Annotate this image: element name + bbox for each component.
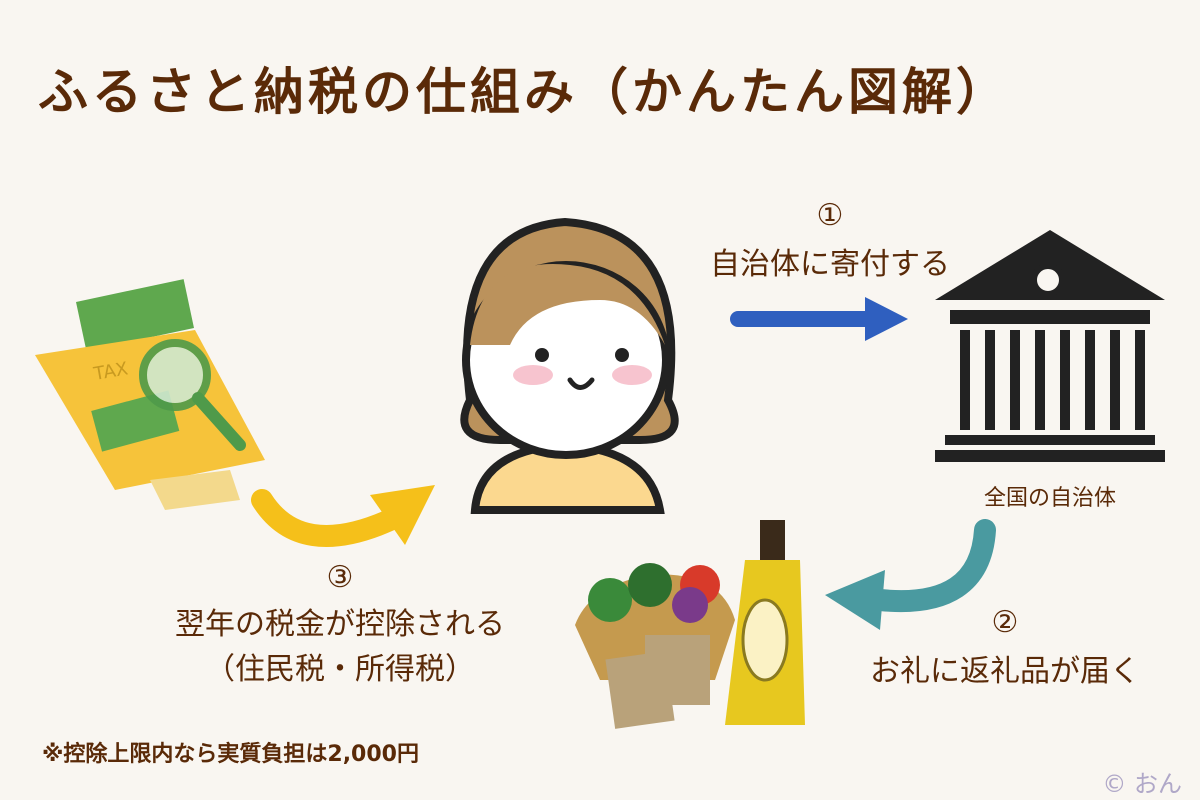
return-gift-icon [575, 520, 805, 729]
arrow-gift [825, 519, 996, 630]
footnote: ※控除上限内なら実質負担は2,000円 [42, 742, 419, 767]
person-avatar [460, 217, 679, 514]
step-1-number: ① [816, 198, 844, 233]
arrow-donate [730, 297, 908, 341]
step-2-label: お礼に返礼品が届く [870, 654, 1140, 689]
step-2-number: ② [991, 605, 1019, 640]
municipality-building-icon [935, 230, 1165, 462]
step-3-number: ③ [326, 560, 354, 595]
tax-document-icon: TAX [35, 279, 265, 510]
municipality-label: 全国の自治体 [983, 486, 1116, 511]
page-title: ふるさと納税の仕組み（かんたん図解） [38, 63, 1010, 121]
step-3-label: 翌年の税金が控除される [175, 607, 505, 642]
credit: © おん [1102, 770, 1182, 798]
arrow-deduction [251, 485, 435, 547]
step-3-sublabel: （住民税・所得税） [205, 652, 475, 687]
step-1-label: 自治体に寄付する [710, 247, 950, 282]
